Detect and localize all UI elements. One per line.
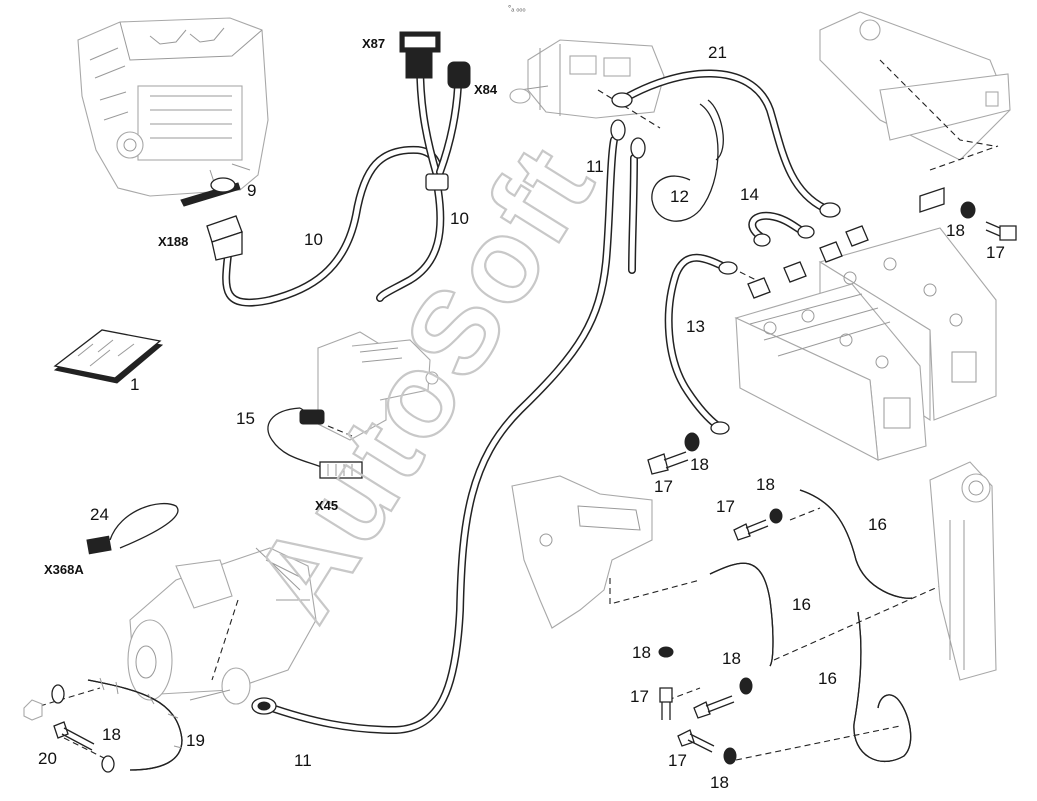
relay-box-drawing [509,39,665,119]
battery-cable-13 [664,253,738,435]
callout-18-lower-b: 18 [722,649,741,668]
nut-washer-starter [23,684,65,721]
manual-booklet-1 [53,329,164,384]
callout-19: 19 [186,731,205,750]
callout-12: 12 [670,187,689,206]
batteries-drawing [734,227,997,461]
support-post-drawing [929,461,997,681]
cable-tie-9 [180,177,241,207]
relay-bracket-drawing [317,331,439,441]
header-mark: °ₐ ₒₒₒ [508,4,525,13]
battery-box-drawing [819,11,1011,161]
callout-18-mid: 18 [756,475,775,494]
bolt-17-b [659,687,673,720]
bolt-17-mid [733,508,783,541]
callout-21: 21 [708,43,727,62]
engine-block-drawing [77,17,269,197]
callout-17-bottom: 17 [668,751,687,770]
callout-14: 14 [740,185,759,204]
bracket-fixing-top-right [919,187,1017,241]
cable-12 [651,99,724,222]
battery-terminals [747,225,869,299]
callout-10-right: 10 [450,209,469,228]
jumper-cable-24 [86,502,179,555]
callout-16-right: 16 [868,515,887,534]
callout-18-starter: 18 [102,725,121,744]
washer-starter-18 [101,755,115,773]
callout-18-battery: 18 [690,455,709,474]
ground-strap-16a [709,562,774,667]
bolt-20 [53,721,95,751]
bolt-17-d [677,729,737,765]
connector-label-x84: X84 [474,82,498,97]
callout-15: 15 [236,409,255,428]
washer-18-a [658,646,674,658]
harness-10 [206,31,471,307]
callout-10-left: 10 [304,230,323,249]
starter-motor-drawing [127,547,317,705]
callout-16-bottom: 16 [818,669,837,688]
callout-16-mid: 16 [792,595,811,614]
callout-20: 20 [38,749,57,768]
bolt-17-c [693,677,753,719]
ground-strap-19 [87,677,183,771]
chassis-bracket-drawing [511,475,653,629]
callout-24: 24 [90,505,109,524]
connector-label-x87: X87 [362,36,385,51]
ground-strap-16c [853,611,912,762]
callout-17-top-right: 17 [986,243,1005,262]
callout-17-lower: 17 [630,687,649,706]
battery-link-cable-14 [748,211,815,247]
callout-17-mid: 17 [716,497,735,516]
connector-label-x188: X188 [158,234,188,249]
battery-cable-21 [611,69,841,218]
callout-9: 9 [247,181,256,200]
bolt-washer-battery [647,432,700,475]
harness-15 [267,407,363,479]
callout-18-bottom: 18 [710,773,729,792]
callout-18-lower-a: 18 [632,643,651,662]
callout-1: 1 [130,375,139,394]
callout-17-battery: 17 [654,477,673,496]
ground-strap-16b [799,489,913,599]
callout-11-bottom: 11 [294,751,312,770]
connector-label-x368a: X368A [44,562,84,577]
callout-11-top: 11 [586,157,604,176]
connector-label-x45: X45 [315,498,338,513]
battery-cable-11 [251,119,626,735]
callout-13: 13 [686,317,705,336]
callout-18-top-right: 18 [946,221,965,240]
